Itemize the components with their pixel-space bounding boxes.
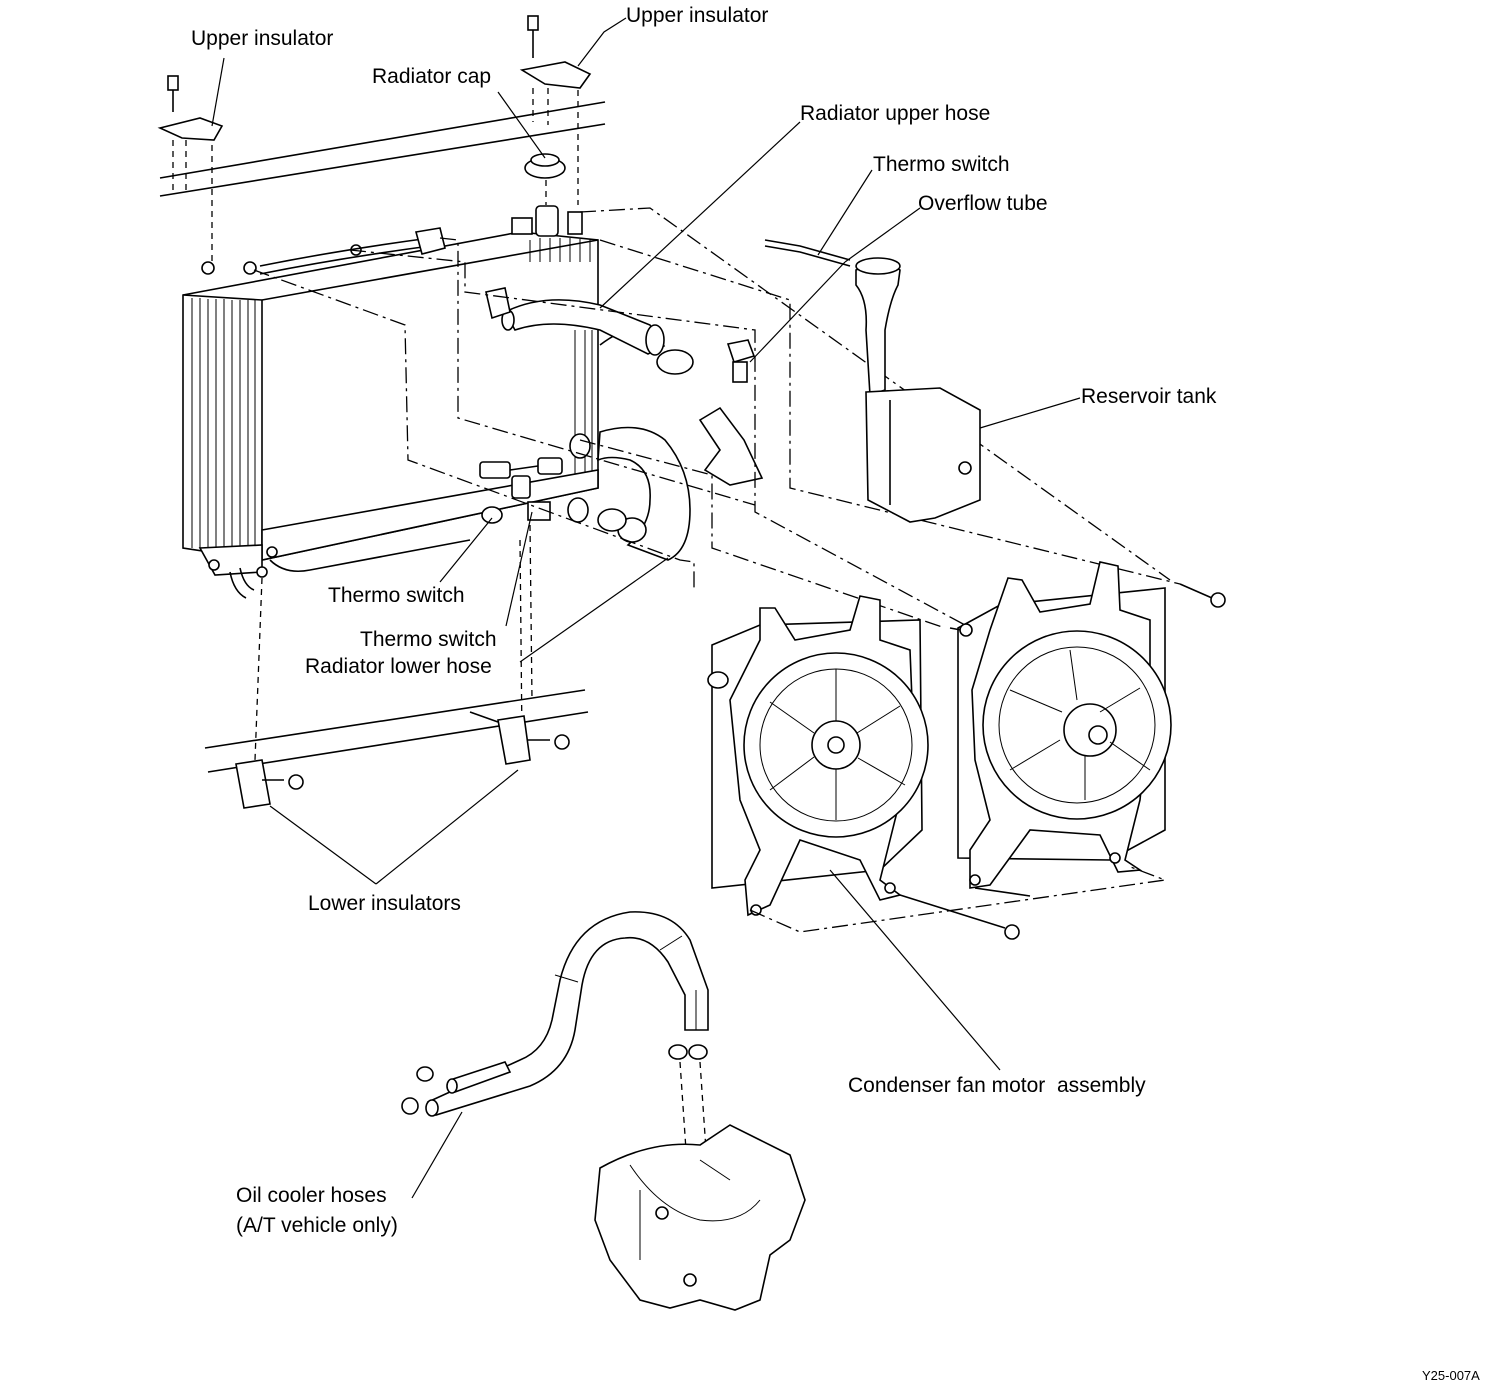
label-radiator-lower-hose: Radiator lower hose xyxy=(305,655,492,678)
radiator-core xyxy=(182,205,599,578)
label-overflow-tube: Overflow tube xyxy=(918,192,1048,215)
fan-mount-bolts xyxy=(749,583,1226,940)
condenser-fan-right xyxy=(957,561,1172,889)
label-oil-cooler-hoses-note: (A/T vehicle only) xyxy=(236,1214,398,1237)
label-thermo-switch-lower-2: Thermo switch xyxy=(360,628,497,651)
thermo-switch-lower-parts xyxy=(479,457,563,524)
label-radiator-cap: Radiator cap xyxy=(372,65,491,88)
water-outlet-part xyxy=(698,406,764,486)
callout-labels: Upper insulator Upper insulator Radiator… xyxy=(191,4,1480,1383)
label-reservoir-tank: Reservoir tank xyxy=(1081,385,1217,408)
lower-insulator-parts xyxy=(235,711,570,809)
radiator-cap-part xyxy=(524,153,566,205)
alignment-lines xyxy=(253,207,1181,761)
oil-cooler-hoses-part xyxy=(401,911,709,1151)
overflow-tube-part xyxy=(764,239,851,267)
label-thermo-switch-lower-1: Thermo switch xyxy=(328,584,465,607)
label-condenser-fan-motor-assembly: Condenser fan motor assembly xyxy=(848,1074,1146,1097)
label-upper-insulator-left: Upper insulator xyxy=(191,27,333,50)
label-radiator-upper-hose: Radiator upper hose xyxy=(800,102,990,125)
upper-support-bar xyxy=(159,101,606,197)
condenser-fan-left xyxy=(707,595,929,917)
radiator-upper-hose-part xyxy=(414,227,694,375)
thermo-switch-top-part xyxy=(726,339,756,383)
radiator-lower-hose-part xyxy=(567,426,691,561)
upper-insulator-right-part xyxy=(519,15,592,205)
figure-code: Y25-007A xyxy=(1422,1368,1480,1383)
oil-cooler-pipe xyxy=(229,539,471,599)
reservoir-tank-part xyxy=(855,257,981,523)
label-upper-insulator-right: Upper insulator xyxy=(626,4,768,27)
label-oil-cooler-hoses: Oil cooler hoses xyxy=(236,1184,387,1207)
leader-lines xyxy=(211,17,1081,1199)
transmission-part xyxy=(594,1124,806,1311)
upper-insulator-left-part xyxy=(157,75,224,262)
label-thermo-switch-top: Thermo switch xyxy=(873,153,1010,176)
label-lower-insulators: Lower insulators xyxy=(308,892,461,915)
